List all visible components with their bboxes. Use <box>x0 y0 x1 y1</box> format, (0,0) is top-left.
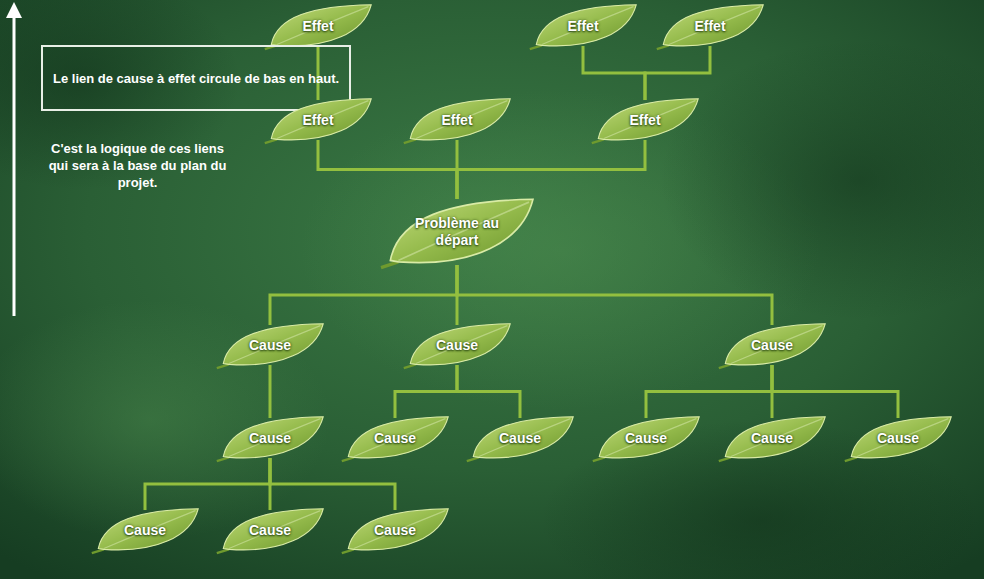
node-label: Cause <box>374 522 416 539</box>
node-label: Effet <box>441 112 472 129</box>
direction-arrow <box>6 2 22 316</box>
node-label: Cause <box>499 430 541 447</box>
node-label: Problème au départ <box>412 215 502 249</box>
problem-leaf: Problème au départ <box>377 195 537 269</box>
node-label: Effet <box>302 112 333 129</box>
leaf-node: Cause <box>716 321 828 369</box>
leaf-node: Effet <box>654 2 766 50</box>
node-label: Cause <box>751 430 793 447</box>
node-label: Effet <box>567 18 598 35</box>
node-label: Cause <box>249 430 291 447</box>
connector <box>772 365 898 418</box>
leaf-node: Cause <box>89 506 201 554</box>
node-label: Cause <box>124 522 166 539</box>
connector <box>269 365 272 418</box>
node-label: Cause <box>751 337 793 354</box>
node-label: Effet <box>302 18 333 35</box>
connector <box>270 458 395 510</box>
leaf-node: Cause <box>716 414 828 462</box>
leaf-node: Effet <box>401 96 513 144</box>
connector <box>645 46 710 100</box>
leaf-node: Effet <box>262 96 374 144</box>
connector <box>457 265 772 325</box>
leaf-node: Cause <box>842 414 954 462</box>
node-label: Cause <box>625 430 667 447</box>
leaf-node: Cause <box>339 414 451 462</box>
node-label: Cause <box>249 522 291 539</box>
leaf-node: Effet <box>589 96 701 144</box>
leaf-node: Cause <box>590 414 702 462</box>
leaf-node: Cause <box>339 506 451 554</box>
leaf-node: Cause <box>401 321 513 369</box>
note-text: Le lien de cause à effet circule de bas … <box>53 70 339 87</box>
connector <box>646 365 772 418</box>
node-label: Cause <box>877 430 919 447</box>
leaf-node: Effet <box>262 2 374 50</box>
leaf-node: Cause <box>464 414 576 462</box>
node-label: Effet <box>694 18 725 35</box>
node-label: Cause <box>249 337 291 354</box>
connector <box>457 140 645 199</box>
side-note: C'est la logique de ces liens qui sera à… <box>40 140 235 191</box>
connector <box>457 365 520 418</box>
leaf-node: Cause <box>214 321 326 369</box>
leaf-node: Effet <box>527 2 639 50</box>
connector <box>270 265 457 325</box>
node-label: Effet <box>629 112 660 129</box>
connector <box>145 458 270 510</box>
connector <box>318 140 457 199</box>
node-label: Cause <box>436 337 478 354</box>
note-box: Le lien de cause à effet circule de bas … <box>41 45 351 111</box>
connector <box>583 46 645 100</box>
leaf-node: Cause <box>214 414 326 462</box>
node-label: Cause <box>374 430 416 447</box>
connector <box>395 365 457 418</box>
leaf-node: Cause <box>214 506 326 554</box>
